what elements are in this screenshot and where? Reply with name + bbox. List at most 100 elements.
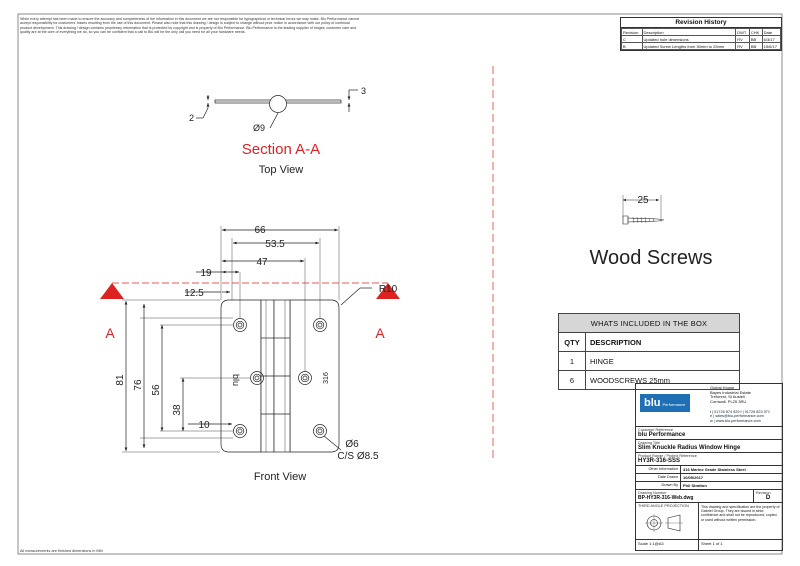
dim-dia6-leader xyxy=(323,435,342,451)
scale-label: Scale 1:1@A3 xyxy=(636,540,699,550)
screw-shank xyxy=(627,217,665,223)
dim-2-leader xyxy=(202,107,209,119)
dim-66-label: 66 xyxy=(254,225,266,236)
product-reference-value: HY3R-316-SSS xyxy=(638,458,681,464)
dim-56-label: 56 xyxy=(151,384,162,396)
dim-81-label: 81 xyxy=(115,374,126,386)
dim-cs-label: C/S Ø8.5 xyxy=(337,451,379,462)
other-information-value: 316 Marine Grade Stainless Steel xyxy=(683,467,746,472)
revision-history: Revision History Revision Description DW… xyxy=(620,17,782,51)
third-angle-projection-icon xyxy=(645,514,683,532)
item-qty: 6 xyxy=(558,370,586,390)
section-title: Section A-A xyxy=(242,141,320,158)
section-arrow-right xyxy=(376,283,400,299)
wood-screws-label: Wood Screws xyxy=(589,247,712,269)
revision-table: Revision Description DWT CHK Date C Upda… xyxy=(621,28,782,50)
column-header-qty: QTY xyxy=(558,332,586,352)
dim-76-label: 76 xyxy=(133,379,144,391)
drawing-number-row: Drawing Number BP-HY3R-316-Web.dwg Revis… xyxy=(636,490,782,503)
dim-10-label: 10 xyxy=(198,420,210,431)
revision-title: Revision History xyxy=(621,18,781,28)
section-subtitle: Top View xyxy=(259,164,303,176)
other-information-label: Other Information xyxy=(636,466,681,473)
knuckle-section xyxy=(269,95,287,113)
sheet-border xyxy=(17,13,783,555)
screw-hole xyxy=(233,424,247,438)
date-drawn: Date Drawn 10/05/2017 xyxy=(636,474,782,482)
date-drawn-value: 10/05/2017 xyxy=(683,475,704,480)
front-view xyxy=(122,226,372,453)
customer-reference-value: blu Performance xyxy=(638,432,686,438)
hinge-stamp-316: 316 xyxy=(323,372,330,384)
item-qty: 1 xyxy=(558,351,586,371)
footer-note: All measurements are finished dimensions… xyxy=(20,549,103,553)
dim-dia9-label: Ø9 xyxy=(253,123,265,133)
customer-reference: Customer Reference blu Performance xyxy=(636,427,782,440)
hinge-right-leaf xyxy=(289,299,340,453)
wood-screw-drawing xyxy=(622,195,665,225)
customer-reference-label: Customer Reference xyxy=(638,428,674,432)
product-reference-label: Product Range / Project Reference xyxy=(638,454,697,458)
contact-line: t | 01726 874 929 f | 01726 823 971 xyxy=(710,410,771,414)
dim-2-label: 2 xyxy=(189,113,194,123)
screw-hole xyxy=(298,371,312,385)
table-row: 6 WOODSCREWS 25mm xyxy=(558,370,740,390)
dim-19-label: 19 xyxy=(200,268,212,279)
drawing-title-label: Drawing Title xyxy=(638,441,660,445)
drawing-title-value: Slim Knuckle Radius Window Hinge xyxy=(638,445,741,451)
whats-included-title: WHATS INCLUDED IN THE BOX xyxy=(558,313,740,333)
front-view-label: Front View xyxy=(254,471,306,483)
dim-53-5-label: 53.5 xyxy=(265,239,285,250)
screw-thread xyxy=(632,216,655,224)
dim-r10-leader xyxy=(340,287,361,306)
table-row: 1 HINGE xyxy=(558,351,740,371)
company-address: Global House Bayes Industrial Estate Tre… xyxy=(710,385,751,404)
date-drawn-label: Date Drawn xyxy=(636,474,681,481)
drawing-number: Drawing Number BP-HY3R-316-Web.dwg xyxy=(636,490,754,502)
contact-website: w | www.blu-performance.com xyxy=(710,418,761,423)
revision-cell: 15/6/17 xyxy=(761,42,782,50)
disclaimer-text: While every attempt has been made to ens… xyxy=(20,17,360,34)
projection-symbol-cell: THIRD ANGLE PROJECTION xyxy=(636,503,699,539)
product-reference: Product Range / Project Reference HY3R-3… xyxy=(636,453,782,466)
company-contact: t | 01726 874 929 f | 01726 823 971 e | … xyxy=(710,410,770,423)
screw-hole xyxy=(233,318,247,332)
revision-value: D xyxy=(765,495,771,501)
logo-text: blu xyxy=(644,397,661,409)
drawing-title: Drawing Title Slim Knuckle Radius Window… xyxy=(636,440,782,453)
address-line: Global House xyxy=(710,385,735,390)
dim-38-label: 38 xyxy=(172,404,183,416)
revision-row: B Updated Screw Lengths from 30mm to 25m… xyxy=(621,42,782,50)
dim-r10-label: R10 xyxy=(379,284,398,295)
drawn-by-value: Phil Stratton xyxy=(683,483,707,488)
dim-dia6-label: Ø6 xyxy=(345,439,359,450)
revision: Revision D xyxy=(754,490,782,502)
projection-row: THIRD ANGLE PROJECTION This drawing and … xyxy=(636,503,782,540)
contact-email: e | sales@blu-performance.com xyxy=(710,414,764,419)
other-information: Other Information 316 Marine Grade Stain… xyxy=(636,466,782,474)
sheet-label: Sheet 1 of 1 xyxy=(701,541,723,546)
section-marker-right: A xyxy=(375,325,385,341)
dim-dia9-leader xyxy=(269,112,279,129)
drawing-number-value: BP-HY3R-316-Web.dwg xyxy=(638,495,694,501)
projection-label: THIRD ANGLE PROJECTION xyxy=(638,504,689,508)
section-view xyxy=(196,89,358,129)
address-line: Cornwall. PL25 3RU xyxy=(710,398,747,404)
screw-hole xyxy=(250,371,264,385)
item-description: HINGE xyxy=(585,351,740,371)
logo-subtext: Performance xyxy=(662,402,686,407)
drawing-number-label: Drawing Number xyxy=(638,491,667,495)
item-description: WOODSCREWS 25mm xyxy=(585,370,740,390)
section-marker-left: A xyxy=(105,325,115,341)
address-line: Treforest, St Austell xyxy=(710,394,745,400)
screw-hole xyxy=(313,318,327,332)
screw-hole xyxy=(313,424,327,438)
drawn-by-label: Drawn By xyxy=(636,482,681,489)
whats-included-table: WHATS INCLUDED IN THE BOX QTY DESCRIPTIO… xyxy=(558,313,740,390)
dim-47-label: 47 xyxy=(256,257,268,268)
